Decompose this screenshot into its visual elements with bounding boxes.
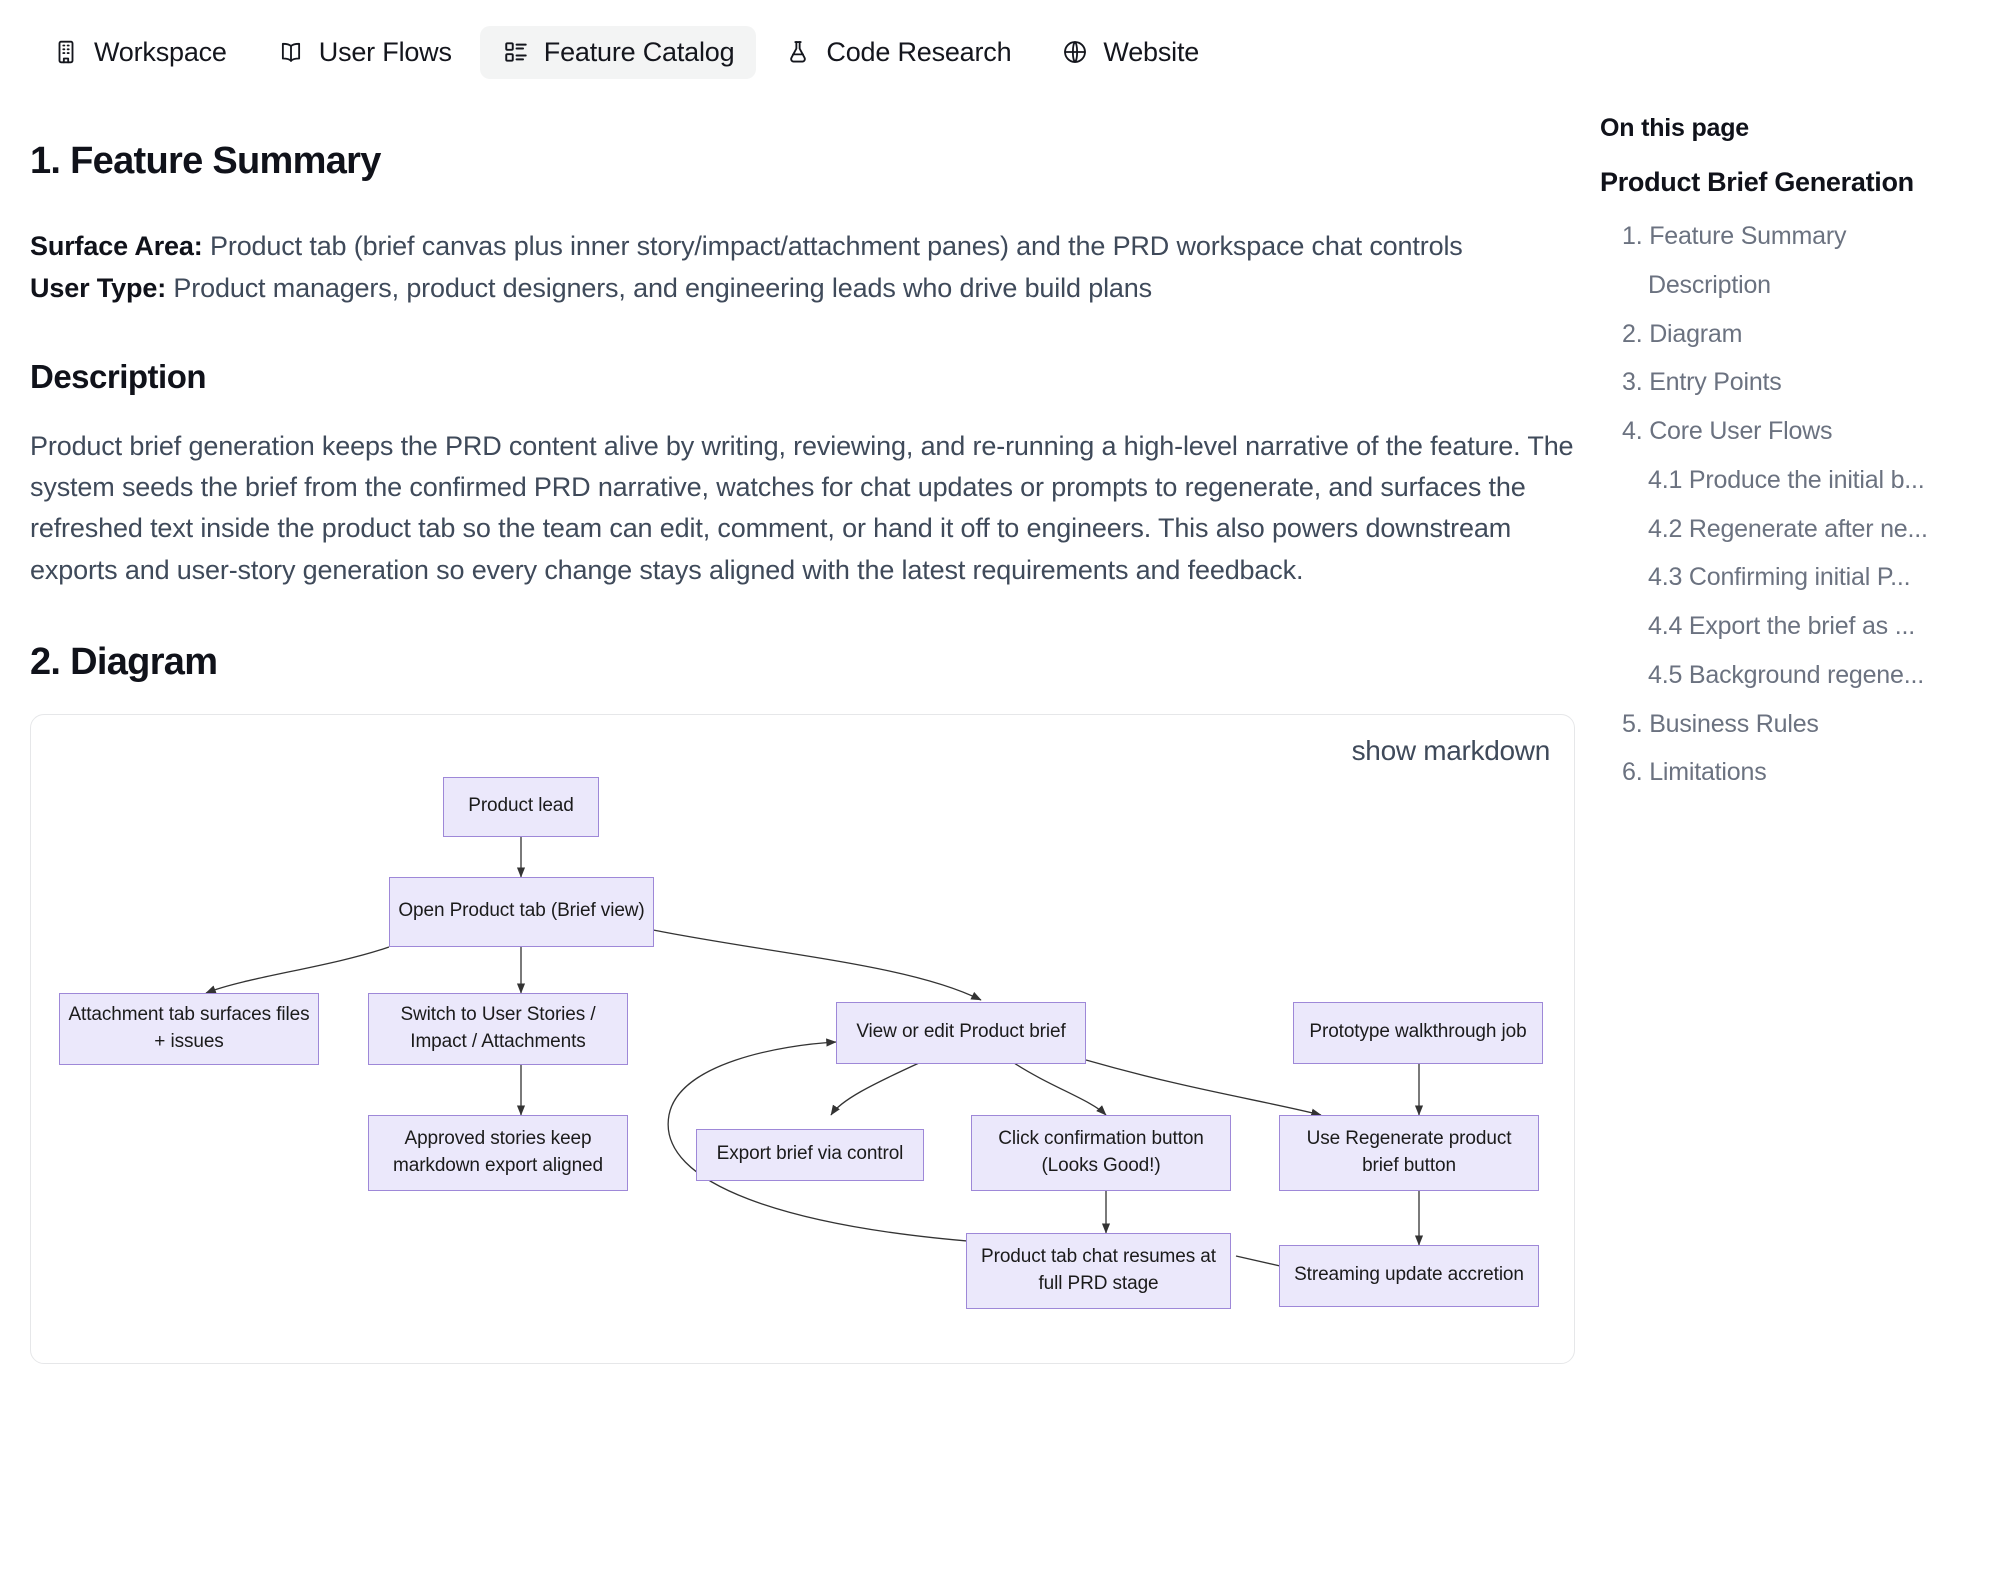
nav-tab-code-research[interactable]: Code Research — [762, 26, 1033, 79]
diagram-card: show markdown — [30, 713, 1575, 1364]
toc-item-limitations[interactable]: 6. Limitations — [1622, 758, 1767, 787]
nav-tab-workspace[interactable]: Workspace — [30, 26, 249, 79]
user-type-line: User Type: Product managers, product des… — [30, 267, 1575, 309]
flow-node-label: Approved stories keep markdown export al… — [393, 1127, 603, 1176]
toc-item-diagram[interactable]: 2. Diagram — [1622, 319, 1743, 348]
flow-node-switch-user-stories[interactable]: Switch to User Stories / Impact / Attach… — [368, 992, 628, 1065]
description-text: Product brief generation keeps the PRD c… — [30, 430, 1574, 585]
description-heading: Description — [30, 357, 207, 395]
flow-node-view-edit-brief[interactable]: View or edit Product brief — [836, 1001, 1086, 1064]
nav-tab-label: User Flows — [318, 36, 452, 67]
nav-tab-label: Workspace — [94, 36, 227, 67]
flow-diagram: Product lead Open Product tab (Brief vie… — [31, 715, 1574, 1363]
toc-item-core-user-flows[interactable]: 4. Core User Flows — [1622, 417, 1833, 445]
toc-item-4-3[interactable]: 4.3 Confirming initial P... — [1648, 563, 1911, 592]
flow-node-chat-resumes[interactable]: Product tab chat resumes at full PRD sta… — [966, 1232, 1231, 1309]
flow-node-label: Prototype walkthrough job — [1309, 1021, 1527, 1043]
flow-node-streaming-update[interactable]: Streaming update accretion — [1279, 1244, 1539, 1307]
nav-tab-label: Code Research — [826, 36, 1012, 67]
user-type-value: Product managers, product designers, and… — [166, 273, 1153, 304]
nav-tab-user-flows[interactable]: User Flows — [255, 26, 474, 79]
primary-nav: Workspace User Flows Feature Catalog — [0, 0, 1994, 90]
flow-node-product-lead[interactable]: Product lead — [443, 776, 599, 837]
page-title: 1. Feature Summary — [30, 140, 381, 182]
flow-node-label: Open Product tab (Brief view) — [398, 900, 645, 922]
feature-summary-meta: Surface Area: Product tab (brief canvas … — [30, 225, 1575, 310]
list-layout-icon — [502, 38, 530, 66]
toc-item-4-5[interactable]: 4.5 Background regene... — [1648, 660, 1924, 689]
toc-title: On this page — [1600, 114, 1750, 142]
toc-item-feature-summary[interactable]: 1. Feature Summary — [1622, 222, 1847, 250]
flow-node-label: Use Regenerate product brief button — [1306, 1127, 1512, 1176]
building-icon — [52, 38, 80, 66]
surface-area-label: Surface Area: — [30, 231, 203, 261]
flow-edges — [205, 836, 1424, 1269]
flow-node-label: Streaming update accretion — [1294, 1264, 1524, 1286]
flow-node-label: Switch to User Stories / Impact / Attach… — [400, 1003, 596, 1052]
toc-item-entry-points[interactable]: 3. Entry Points — [1622, 368, 1782, 397]
toc-item-business-rules[interactable]: 5. Business Rules — [1622, 709, 1819, 738]
toc-item-4-4[interactable]: 4.4 Export the brief as ... — [1648, 612, 1915, 640]
flow-node-open-product-tab[interactable]: Open Product tab (Brief view) — [389, 876, 654, 947]
flow-node-label: View or edit Product brief — [856, 1021, 1066, 1043]
toc-item-4-1[interactable]: 4.1 Produce the initial b... — [1648, 465, 1925, 494]
show-markdown-button[interactable]: show markdown — [1351, 734, 1551, 766]
nav-tab-feature-catalog[interactable]: Feature Catalog — [479, 25, 757, 79]
flow-node-label: Product lead — [468, 795, 574, 817]
page-body: 1. Feature Summary Surface Area: Product… — [0, 90, 1994, 1364]
toc-item-4-2[interactable]: 4.2 Regenerate after ne... — [1648, 514, 1928, 543]
toc-item-description[interactable]: Description — [1648, 270, 1771, 299]
toc-doc-title[interactable]: Product Brief Generation — [1600, 167, 1914, 197]
flow-node-label: Attachment tab surfaces files + issues — [68, 1003, 310, 1052]
on-this-page-panel: On this page Product Brief Generation 1.… — [1575, 90, 1965, 797]
diagram-heading: 2. Diagram — [30, 640, 218, 683]
flow-node-label: Click confirmation button (Looks Good!) — [998, 1127, 1204, 1176]
surface-area-line: Surface Area: Product tab (brief canvas … — [30, 225, 1575, 267]
surface-area-value: Product tab (brief canvas plus inner sto… — [202, 231, 1463, 261]
flow-node-label: Product tab chat resumes at full PRD sta… — [981, 1245, 1216, 1294]
flow-node-click-confirmation[interactable]: Click confirmation button (Looks Good!) — [971, 1114, 1231, 1191]
user-type-label: User Type: — [30, 273, 167, 304]
flow-node-export-brief[interactable]: Export brief via control — [696, 1128, 924, 1181]
flow-node-attachment-tab[interactable]: Attachment tab surfaces files + issues — [59, 992, 319, 1065]
nav-tab-website[interactable]: Website — [1039, 26, 1221, 79]
flow-node-use-regenerate[interactable]: Use Regenerate product brief button — [1279, 1114, 1539, 1191]
nav-tab-label: Feature Catalog — [543, 36, 735, 67]
flow-node-prototype-job[interactable]: Prototype walkthrough job — [1293, 1001, 1543, 1064]
flow-node-approved-stories[interactable]: Approved stories keep markdown export al… — [368, 1114, 628, 1191]
nav-tab-label: Website — [1103, 36, 1200, 67]
flask-icon — [784, 38, 812, 66]
flow-node-label: Export brief via control — [716, 1143, 904, 1165]
book-icon — [277, 38, 305, 66]
main-content: 1. Feature Summary Surface Area: Product… — [30, 90, 1575, 1364]
globe-icon — [1061, 38, 1089, 66]
